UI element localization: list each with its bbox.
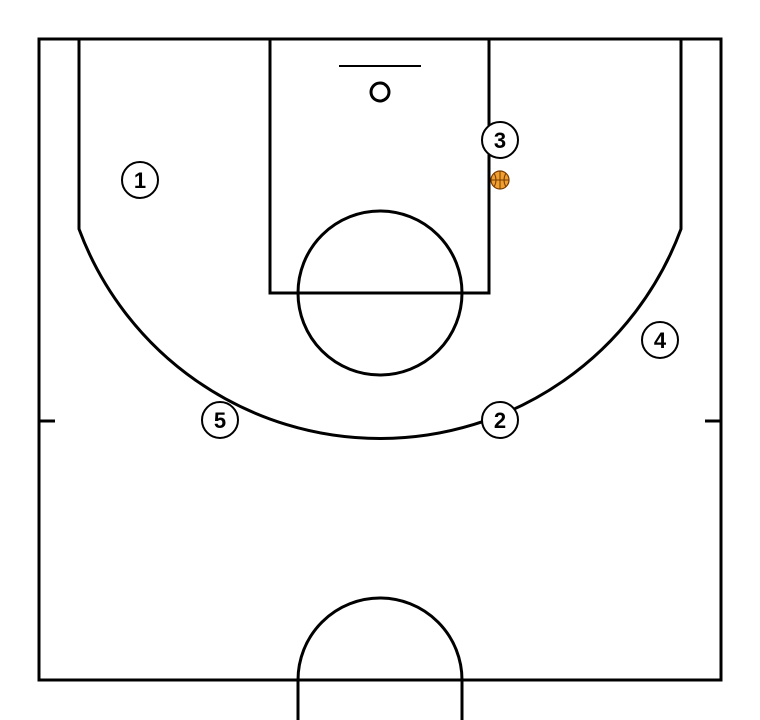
player-label: 5 bbox=[214, 408, 226, 433]
player-label: 2 bbox=[494, 408, 506, 433]
player-3[interactable]: 3 bbox=[481, 121, 519, 159]
player-marker bbox=[121, 161, 159, 199]
player-marker bbox=[481, 401, 519, 439]
center-circle bbox=[296, 596, 464, 720]
free-throw-circle bbox=[296, 209, 464, 377]
player-2[interactable]: 2 bbox=[481, 401, 519, 439]
player-5[interactable]: 5 bbox=[201, 401, 239, 439]
player-label: 3 bbox=[494, 128, 506, 153]
player-4[interactable]: 4 bbox=[641, 321, 679, 359]
three-point-line bbox=[77, 39, 683, 440]
paint-key bbox=[268, 37, 491, 295]
player-marker bbox=[641, 321, 679, 359]
hoop-rim bbox=[369, 81, 391, 103]
player-marker bbox=[481, 121, 519, 159]
player-label: 4 bbox=[654, 328, 667, 353]
court-boundary bbox=[37, 37, 723, 682]
player-label: 1 bbox=[134, 168, 146, 193]
player-marker bbox=[201, 401, 239, 439]
basketball-icon[interactable] bbox=[490, 170, 510, 190]
player-1[interactable]: 1 bbox=[121, 161, 159, 199]
